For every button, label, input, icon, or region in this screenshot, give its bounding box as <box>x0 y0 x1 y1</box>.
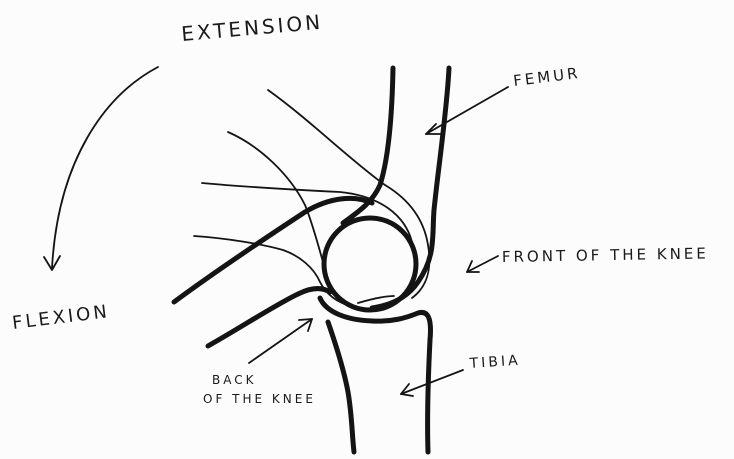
tibia-label: TIBIA <box>468 352 521 372</box>
tibia-bone <box>320 298 431 452</box>
extension-label: EXTENSION <box>180 10 324 46</box>
back-of-knee-label-line2: OF THE KNEE <box>203 392 316 406</box>
femur-label: FEMUR <box>512 64 581 90</box>
front-of-knee-pointer-arrow <box>467 256 498 272</box>
front-of-knee-label: FRONT OF THE KNEE <box>502 244 709 266</box>
back-of-knee-pointer-arrow <box>249 319 312 363</box>
femur-pointer-arrow <box>426 87 508 134</box>
femur-bone <box>343 68 449 308</box>
flexion-label: FLEXION <box>11 301 111 334</box>
rotation-arrow <box>44 67 158 270</box>
soft-tissue-lines <box>194 90 429 306</box>
tibia-pointer-arrow <box>401 370 463 396</box>
back-of-knee-label-line1: BACK <box>212 373 256 387</box>
